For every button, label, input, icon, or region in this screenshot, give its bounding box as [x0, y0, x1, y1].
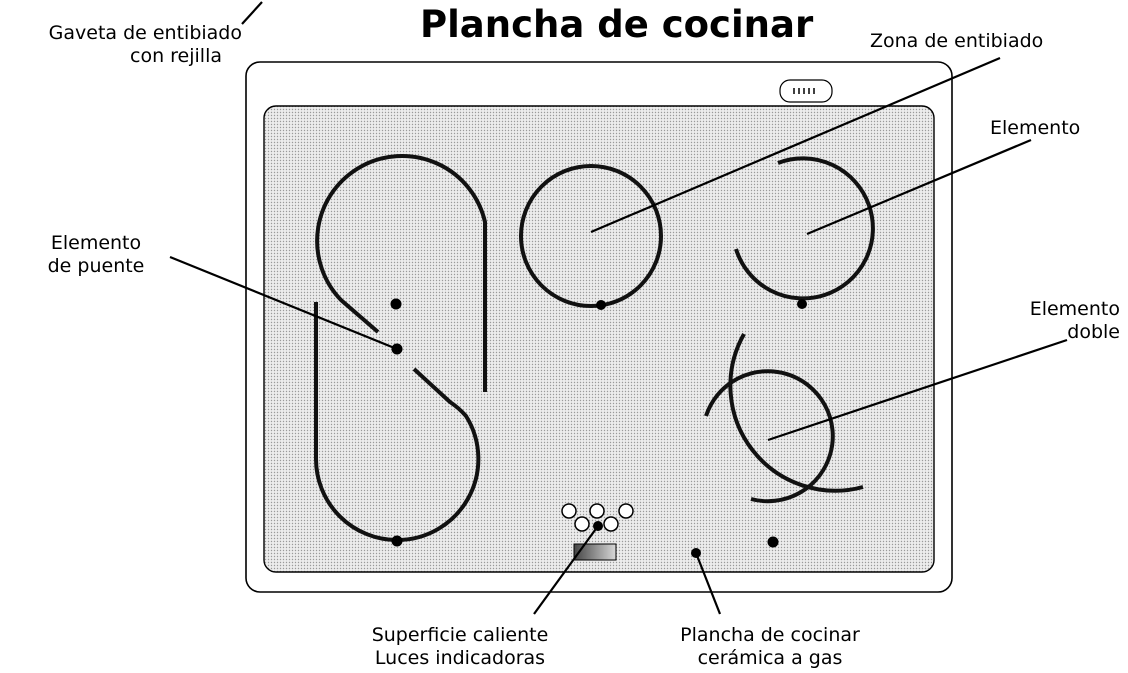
label-bridge-element: Elemento de puente — [16, 232, 176, 278]
glass-surface — [263, 105, 935, 573]
label-ceramic-cooktop: Plancha de cocinar cerámica a gas — [620, 624, 920, 670]
label-bridge-element-line1: Elemento — [50, 232, 142, 254]
warming-zone-element — [519, 164, 663, 308]
single-element-arc — [734, 156, 875, 301]
label-ceramic-cooktop-line1: Plancha de cocinar — [680, 624, 860, 646]
label-hot-surface: Superficie caliente Luces indicadoras — [300, 624, 620, 670]
label-warming-drawer-line2: con rejilla — [130, 45, 222, 67]
leader-hot-surface — [533, 525, 599, 615]
label-ceramic-cooktop-line2: cerámica a gas — [697, 647, 843, 669]
label-dual-element-line1: Elemento — [1029, 298, 1120, 320]
indicator-lights — [561, 503, 634, 532]
label-warming-drawer-line1: Gaveta de entibiado — [48, 22, 242, 44]
label-bridge-element-line2: de puente — [47, 255, 145, 277]
label-hot-surface-line2: Luces indicadoras — [374, 647, 546, 669]
leader-warming-drawer — [241, 1, 263, 25]
leader-element — [806, 138, 1032, 236]
dual-element-dot — [767, 536, 779, 548]
leader-warming-zone — [590, 56, 1001, 234]
leader-lines — [169, 1, 1068, 615]
single-element-dot — [797, 299, 807, 309]
dual-element — [704, 333, 864, 504]
label-warming-zone: Zona de entibiado — [870, 30, 1044, 52]
bridge-top-dot — [390, 298, 402, 310]
warming-zone-dot — [596, 300, 606, 310]
label-warming-drawer: Gaveta de entibiado con rejilla — [0, 22, 242, 68]
vent-icon — [779, 79, 833, 103]
leader-ceramic — [694, 552, 722, 615]
label-element: Elemento — [990, 117, 1081, 139]
diagram-title: Plancha de cocinar — [420, 3, 814, 46]
control-pad — [573, 543, 617, 561]
leader-dual — [767, 338, 1068, 442]
bridge-element — [314, 153, 487, 543]
label-dual-element-line2: doble — [1067, 321, 1120, 343]
leader-bridge — [169, 255, 398, 351]
bridge-bottom-dot — [391, 535, 403, 547]
label-hot-surface-line1: Superficie caliente — [371, 624, 549, 646]
label-dual-element: Elemento doble — [980, 298, 1120, 344]
